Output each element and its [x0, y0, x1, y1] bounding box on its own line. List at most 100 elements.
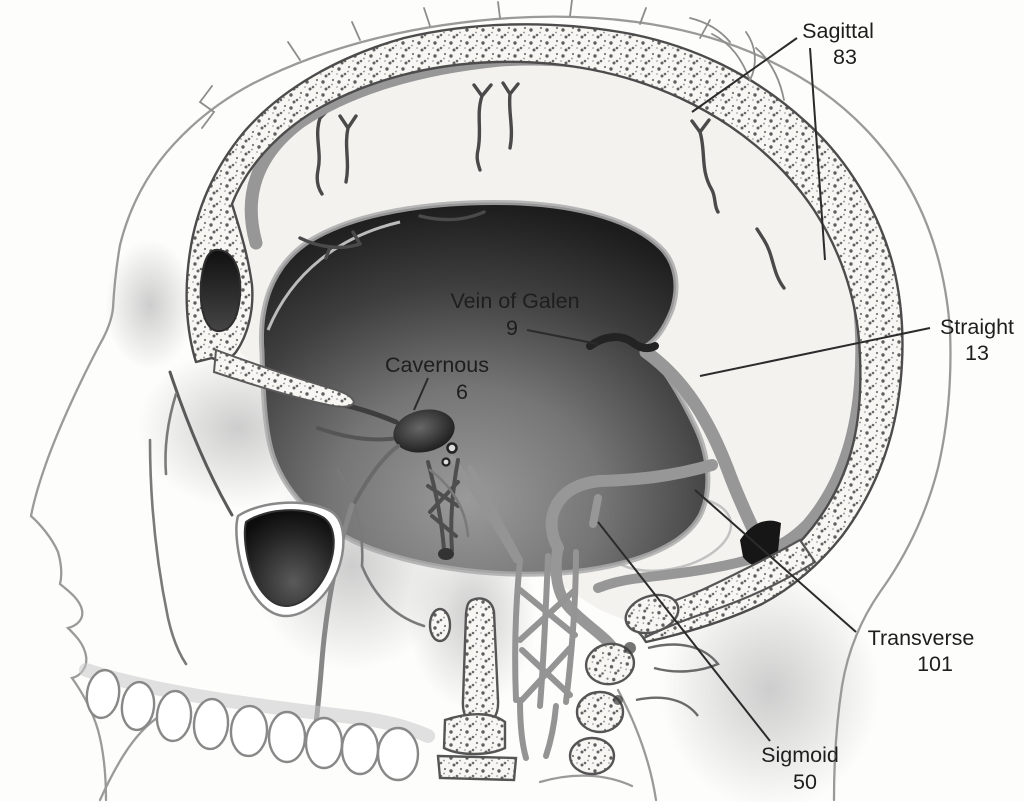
- bridging-vein: [690, 118, 720, 214]
- angular-vein: [168, 370, 234, 517]
- skin-outline-group: [29, 15, 952, 802]
- leader-line-sigmoid: [597, 521, 771, 742]
- vertebra-body: [568, 736, 616, 776]
- vertebra-fragment: [428, 607, 452, 643]
- plexus-channel: [537, 553, 551, 709]
- neck-shading: [660, 570, 880, 802]
- hair-strokes-group: [198, 0, 785, 129]
- plexus-channel: [467, 465, 523, 563]
- label-cavernous: Cavernous 6: [385, 353, 489, 404]
- hair-stroke: [699, 19, 711, 39]
- vein-cut-end: [441, 457, 451, 467]
- hair-stroke: [423, 7, 431, 27]
- label-cavernous-value: 6: [456, 380, 468, 404]
- bridging-vein: [472, 83, 493, 172]
- cortical-vein: [298, 230, 362, 260]
- tooth: [267, 710, 307, 764]
- label-sigmoid-name: Sigmoid: [761, 743, 839, 767]
- plexus-node: [438, 548, 454, 560]
- leader-line-cavernous: [413, 377, 429, 411]
- plexus-channel: [512, 557, 523, 703]
- vertebra-body: [584, 642, 636, 686]
- nasal-bone-line: [164, 392, 178, 476]
- label-sagittal-value: 83: [833, 45, 857, 69]
- vertebra-body: [442, 713, 507, 756]
- plexus-channel: [517, 697, 529, 761]
- plexus-channel: [449, 455, 519, 563]
- zygoma-line: [336, 468, 364, 568]
- tentorial-petrosal-sinus: [545, 459, 718, 554]
- leader-line-sagittal-anterior: [691, 37, 798, 113]
- front-neck-line: [616, 688, 658, 802]
- plexus-channel: [449, 458, 460, 552]
- vein-of-galen-structure: [586, 333, 659, 353]
- label-transverse: Transverse 101: [868, 626, 975, 676]
- bridging-vein: [501, 81, 520, 150]
- hair-stroke: [497, 1, 501, 19]
- vertebra-body: [436, 754, 518, 782]
- label-vein-of-galen: Vein of Galen 9: [450, 289, 579, 340]
- leader-line-sagittal-posterior: [809, 47, 826, 261]
- bridging-vein: [755, 227, 786, 290]
- label-sigmoid: Sigmoid 50: [761, 743, 839, 794]
- tooth: [85, 668, 121, 720]
- neck-crease-line: [538, 774, 634, 788]
- zygoma-line: [360, 564, 426, 628]
- cortical-vein: [418, 210, 486, 222]
- inferior-ophthalmic-vein: [316, 426, 400, 442]
- tooth: [304, 716, 344, 770]
- plexus-channel: [519, 645, 573, 703]
- label-cavernous-name: Cavernous: [385, 353, 489, 377]
- plexus-channel: [430, 514, 458, 538]
- hair-stroke: [287, 41, 301, 61]
- transverse-sinus-band: [593, 555, 753, 593]
- label-transverse-name: Transverse: [868, 626, 975, 650]
- hair-strand: [755, 47, 785, 101]
- brain-surface-line: [266, 220, 401, 331]
- tooth: [192, 697, 230, 751]
- vertebra-lateral-mass: [624, 593, 680, 635]
- teeth-group: [79, 663, 435, 782]
- leader-line-vein-of-galen: [526, 329, 599, 345]
- label-transverse-value: 101: [917, 652, 953, 676]
- tooth: [340, 722, 380, 776]
- vein-cut-end: [446, 442, 458, 454]
- leader-line-transverse: [694, 489, 857, 633]
- leader-line-straight: [699, 327, 931, 377]
- scalp-outline: [118, 15, 952, 802]
- face-profile-outline: [29, 243, 122, 802]
- cavernous-sinus-structure: [393, 409, 455, 453]
- vertebral-venous-plexus: [449, 455, 579, 761]
- posterior-arch-line: [635, 696, 699, 717]
- label-straight-name: Straight: [940, 315, 1014, 339]
- brow-shading: [105, 240, 195, 370]
- cervical-vertebrae-group: [428, 593, 720, 782]
- orbital-cavity: [243, 509, 335, 608]
- labels-group: Sagittal 83 Straight 13 Vein of Galen 9 …: [385, 19, 1014, 794]
- label-sagittal: Sagittal 83: [802, 19, 874, 69]
- frontal-sinus: [199, 248, 242, 333]
- plexus-channel: [428, 480, 460, 514]
- plexus-channel: [543, 703, 559, 759]
- vertebra-body: [575, 690, 625, 734]
- intervertebral-dark: [613, 695, 623, 705]
- label-vein-of-galen-value: 9: [506, 316, 518, 340]
- intervertebral-dark: [624, 642, 636, 654]
- jaw-line: [98, 714, 162, 802]
- label-vein-of-galen-name: Vein of Galen: [450, 289, 579, 313]
- tooth: [229, 704, 269, 758]
- label-straight: Straight 13: [940, 315, 1014, 365]
- hairline-zigzag: [198, 85, 216, 129]
- odontoid-bone: [461, 597, 500, 726]
- straight-sinus: [639, 345, 767, 552]
- bridging-vein: [338, 114, 358, 184]
- hair-strand: [689, 17, 731, 43]
- label-sigmoid-value: 50: [793, 770, 817, 794]
- facial-vein-branch: [353, 444, 400, 504]
- orbital-roof-bone: [212, 348, 356, 408]
- tooth: [120, 680, 156, 732]
- hair-stroke: [639, 7, 647, 25]
- sinus-stub: [589, 494, 602, 528]
